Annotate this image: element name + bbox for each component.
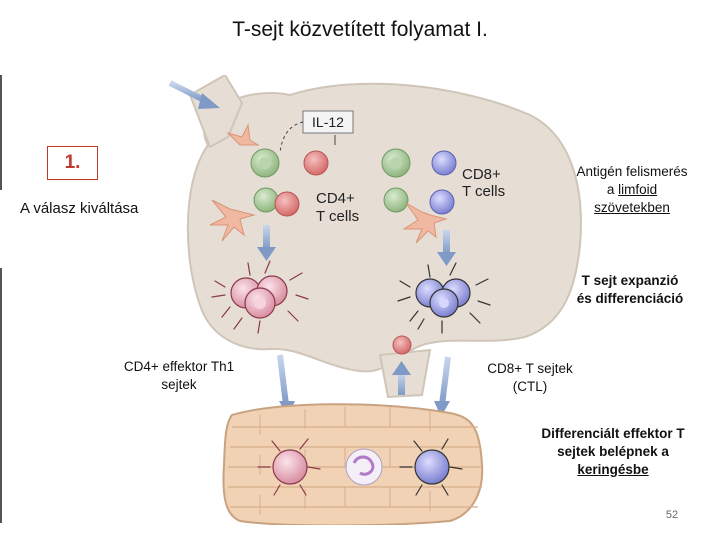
cd8-label-line2: T cells bbox=[462, 183, 505, 200]
dendritic-cell-cd4 bbox=[209, 123, 260, 242]
page-number: 52 bbox=[665, 509, 679, 521]
note-effector-entry: Differenciált effektor T sejtek belépnek… bbox=[518, 425, 708, 478]
lymph-node-diagram: IL-12 CD4+ T cells CD8+ T cells bbox=[168, 75, 582, 525]
note-expansion-line2: és differenciáció bbox=[576, 290, 684, 306]
cd4-label-line1: CD4+ bbox=[316, 190, 355, 207]
note-effector-line1: Differenciált effektor T bbox=[541, 426, 685, 441]
cd8-t-cell-naive bbox=[429, 150, 457, 215]
blood-neutrophil bbox=[345, 448, 383, 486]
apc-green-cd4 bbox=[250, 148, 280, 178]
note-cd4-effector: CD4+ effektor Th1 sejtek bbox=[104, 358, 254, 394]
inflow-arrow bbox=[168, 80, 208, 104]
cd8-effector-clone bbox=[397, 262, 491, 334]
note-expansion: T sejt expanzió és differenciáció bbox=[555, 272, 705, 308]
blood-cd8-cell bbox=[399, 438, 463, 496]
step-number-box: 1. bbox=[47, 146, 98, 180]
arrow-efferent-out bbox=[392, 361, 411, 395]
left-margin-line bbox=[0, 268, 2, 523]
note-recognition-line3: szövetekben bbox=[594, 199, 670, 215]
dendritic-cell-cd8 bbox=[402, 202, 448, 244]
slide-title: T-sejt közvetített folyamat I. bbox=[232, 18, 488, 41]
note-cd4-line2: sejtek bbox=[161, 376, 197, 392]
note-cd8-line1: CD8+ T sejtek bbox=[487, 361, 573, 376]
note-cd8-effector: CD8+ T sejtek (CTL) bbox=[470, 360, 590, 396]
arrow-cd8-to-blood bbox=[434, 356, 451, 417]
cd8-label-line1: CD8+ bbox=[462, 166, 501, 183]
arrow-cd4-to-expansion bbox=[257, 225, 276, 261]
arrow-cd8-to-expansion bbox=[437, 230, 456, 266]
note-cd8-line2: (CTL) bbox=[512, 378, 548, 394]
cd4-effector-clone bbox=[211, 260, 309, 334]
blood-cd4-cell bbox=[257, 438, 321, 496]
note-effector-line3: keringésbe bbox=[577, 461, 649, 477]
note-antigen-recognition: Antigén felismerés a limfoid szövetekben bbox=[552, 163, 712, 216]
exiting-t-cell bbox=[392, 335, 412, 355]
note-recognition-line1: Antigén felismerés bbox=[576, 164, 688, 179]
note-cd4-line1: CD4+ effektor Th1 bbox=[123, 359, 235, 374]
note-recognition-line2: a limfoid bbox=[606, 181, 658, 197]
limfoid-link: limfoid bbox=[618, 181, 658, 197]
apc-green-cd8 bbox=[381, 148, 411, 213]
cd4-label-line2: T cells bbox=[316, 208, 359, 225]
step-label: A válasz kiváltása bbox=[20, 200, 139, 217]
note-expansion-line1: T sejt expanzió bbox=[581, 273, 679, 288]
left-margin-line bbox=[0, 75, 2, 190]
note-effector-line2: sejtek belépnek a bbox=[557, 443, 669, 459]
lymph-node-body bbox=[186, 82, 582, 373]
il12-dashed-arrow bbox=[279, 121, 304, 154]
afferent-lymphatic bbox=[188, 75, 244, 149]
apc-green-cd4-lower bbox=[253, 187, 279, 213]
il12-label: IL-12 bbox=[312, 114, 344, 130]
cd4-t-cell-naive bbox=[274, 150, 329, 217]
